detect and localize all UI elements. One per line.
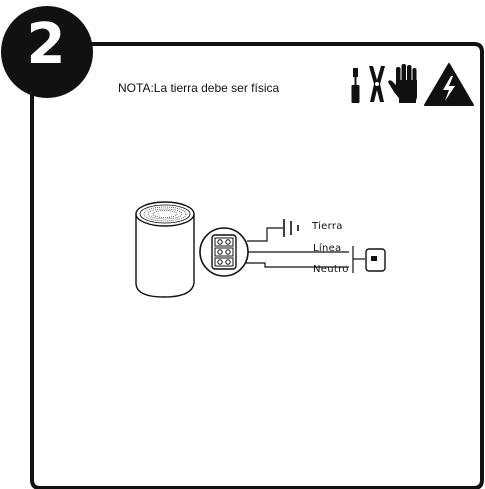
screwdriver-icon	[351, 68, 360, 103]
neutral-label: Neutro	[313, 264, 349, 275]
switch-icon	[365, 248, 386, 272]
line-label: Línea	[313, 243, 342, 254]
ground-wire	[247, 219, 299, 242]
step-number: 2	[26, 12, 66, 77]
neutral-wire	[246, 262, 349, 268]
light-fixture-body	[135, 201, 195, 298]
panel-frame	[30, 42, 484, 489]
ground-label: Tierra	[312, 221, 343, 232]
pliers-icon	[369, 66, 385, 102]
glove-icon	[388, 64, 417, 103]
high-voltage-warning-icon	[424, 63, 474, 106]
safety-note: NOTA:La tierra debe ser física	[118, 81, 280, 95]
terminal-block	[199, 227, 249, 277]
step-badge	[1, 6, 93, 98]
switch-connection	[352, 246, 365, 273]
